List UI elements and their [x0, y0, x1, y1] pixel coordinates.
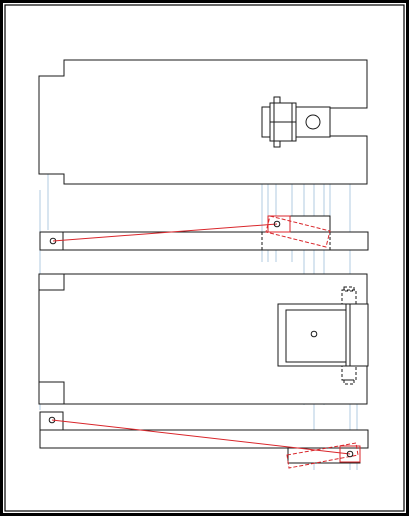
slide-clip-top — [341, 289, 357, 305]
lower-bar — [39, 429, 369, 449]
bolt-head-bottom — [273, 140, 281, 148]
upper-link-line — [52, 223, 278, 242]
upper-plate-outline — [38, 59, 368, 185]
lower-plate-notch-top — [38, 273, 65, 291]
upper-link-block — [267, 215, 291, 233]
upper-link-pin — [273, 220, 281, 228]
lower-link-line — [51, 419, 351, 455]
upper-bar-end-block — [39, 231, 64, 251]
lower-link-block — [339, 445, 361, 463]
bolt-head-top — [273, 96, 281, 104]
front-view-upper-bar — [39, 215, 369, 251]
lower-plate-notch-bottom — [38, 381, 65, 405]
pivot-hole — [305, 114, 321, 130]
upper-linkage-block — [267, 215, 331, 233]
inner-border — [4, 4, 405, 512]
slide-clip-bottom-cap — [343, 379, 355, 385]
lower-linkage-block — [287, 447, 361, 464]
lower-link-rotated — [286, 442, 359, 469]
mechanism-pin — [310, 330, 318, 338]
upper-bar — [39, 231, 369, 251]
upper-link-highlight — [52, 215, 331, 248]
lower-link-highlight — [51, 419, 361, 469]
top-view-lower-plate — [38, 273, 369, 405]
upper-link-rotated — [265, 215, 331, 248]
lower-link-pin — [346, 450, 354, 458]
slide-clip-top-cap — [343, 286, 355, 292]
top-view-upper-plate — [38, 59, 368, 185]
